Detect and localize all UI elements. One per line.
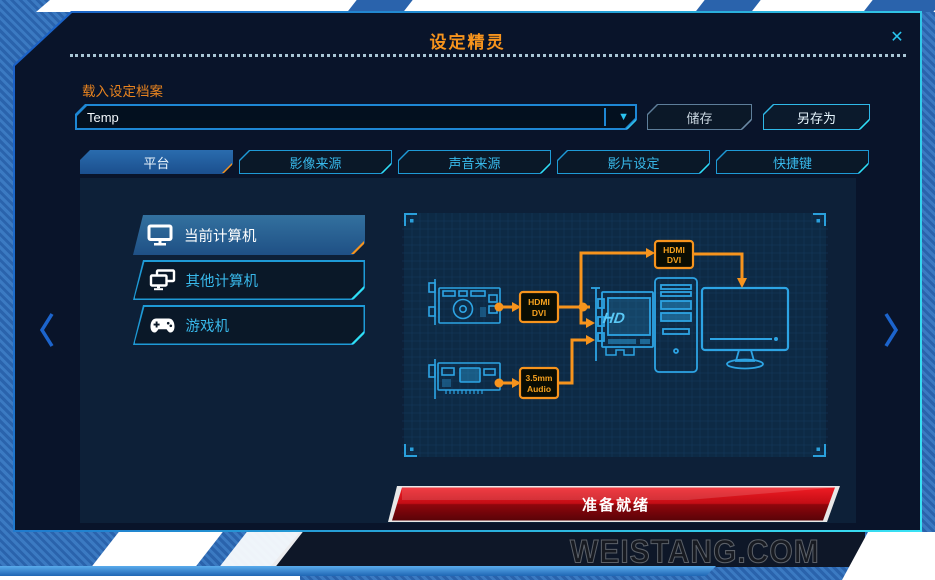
sound-card-drawing — [428, 359, 501, 399]
close-button[interactable]: ✕ — [886, 27, 908, 49]
platform-item-other-pc[interactable]: 其他计算机 — [133, 260, 365, 300]
capture-card-drawing — [591, 287, 654, 361]
svg-text:HDMI: HDMI — [663, 245, 685, 255]
dotted-separator — [70, 54, 906, 57]
corner-accent — [741, 119, 751, 129]
platform-item-label: 当前计算机 — [184, 228, 257, 245]
platform-item-current-pc[interactable]: 当前计算机 — [133, 215, 365, 255]
svg-text:DVI: DVI — [532, 308, 546, 318]
platform-item-game-console[interactable]: 游戏机 — [133, 305, 365, 345]
audio-label: 3.5mm Audio — [518, 366, 560, 400]
corner-accent — [858, 163, 868, 173]
platform-item-label: 其他计算机 — [185, 273, 258, 290]
tab-label: 影像来源 — [289, 155, 342, 171]
capture-card-logo: HD — [602, 310, 626, 327]
setup-diagram: HD — [402, 213, 828, 457]
bottom-blue-strip — [0, 566, 716, 576]
save-button-label: 储存 — [686, 110, 713, 126]
profile-input[interactable] — [87, 106, 597, 128]
next-arrow-icon[interactable] — [882, 310, 900, 350]
hdmi-dvi-out-label: HDMI DVI — [653, 239, 695, 270]
close-icon: ✕ — [890, 29, 904, 46]
window-title: 设定精灵 — [429, 33, 506, 52]
svg-text:3.5mm: 3.5mm — [526, 373, 553, 383]
status-bar: 准备就绪 — [388, 486, 840, 522]
dropdown-arrow-icon[interactable]: ▼ — [618, 111, 629, 123]
tab-label: 声音来源 — [448, 155, 501, 171]
monitor-drawing — [700, 286, 790, 370]
platform-item-label: 游戏机 — [185, 318, 229, 335]
tab-label: 快捷键 — [772, 155, 812, 171]
gamepad-icon — [149, 314, 176, 336]
corner-accent — [699, 163, 709, 173]
top-band — [36, 0, 935, 12]
connection-arrowheads — [494, 248, 747, 388]
diagram-corner-brackets — [404, 213, 826, 457]
top-band-accent — [347, 0, 413, 12]
profile-combobox[interactable]: ▼ — [75, 104, 637, 130]
tab-label: 影片设定 — [607, 155, 660, 171]
hdmi-dvi-in-label: HDMI DVI — [518, 290, 560, 324]
dual-monitor-icon — [149, 269, 176, 291]
svg-text:DVI: DVI — [667, 255, 681, 265]
graphics-card-drawing — [428, 279, 501, 325]
save-as-button-label: 另存为 — [796, 110, 836, 126]
profile-label: 载入设定档案 — [82, 84, 163, 99]
corner-accent — [222, 163, 232, 173]
save-button[interactable]: 储存 — [647, 104, 752, 130]
tab-video-settings[interactable]: 影片设定 — [557, 150, 710, 174]
corner-accent — [859, 119, 869, 129]
save-as-button[interactable]: 另存为 — [763, 104, 870, 130]
svg-text:HDMI: HDMI — [528, 297, 550, 307]
tab-label: 平台 — [143, 155, 170, 171]
prev-arrow-icon[interactable] — [38, 310, 56, 350]
bottom-band — [270, 532, 865, 567]
corner-accent — [626, 119, 636, 129]
watermark: WEISTANG.COM — [570, 534, 820, 571]
status-label: 准备就绪 — [582, 496, 650, 514]
top-band-accent — [695, 0, 761, 12]
combo-divider — [604, 108, 606, 126]
monitor-icon — [147, 224, 174, 246]
corner-accent — [381, 163, 391, 173]
tab-hotkeys[interactable]: 快捷键 — [716, 150, 869, 174]
svg-text:Audio: Audio — [527, 384, 551, 394]
connection-lines — [502, 251, 744, 385]
tab-video-source[interactable]: 影像来源 — [239, 150, 392, 174]
tab-platform[interactable]: 平台 — [80, 150, 233, 174]
tab-audio-source[interactable]: 声音来源 — [398, 150, 551, 174]
pc-tower-drawing — [654, 277, 698, 373]
corner-accent — [540, 163, 550, 173]
top-band-accent — [863, 0, 935, 12]
